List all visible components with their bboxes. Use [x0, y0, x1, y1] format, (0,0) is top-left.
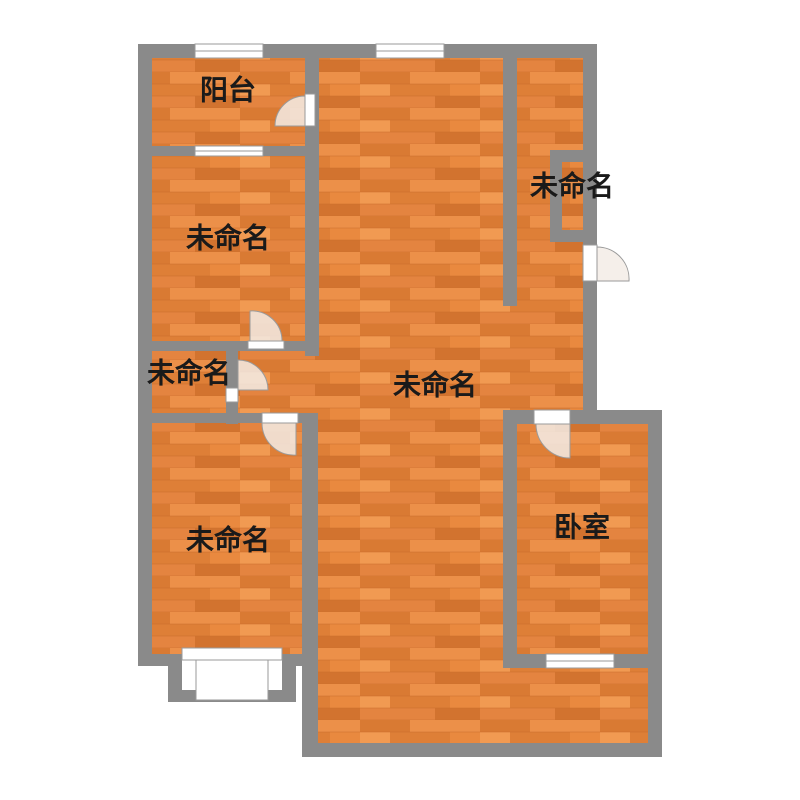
- floor-lower-left: [150, 422, 302, 654]
- floor-main-bottom: [318, 410, 505, 745]
- wall-small-left-bottom: [138, 413, 318, 423]
- bay-window: [181, 647, 283, 701]
- floor-balcony: [150, 58, 305, 148]
- wall-bedroom-left: [503, 410, 517, 668]
- floor-upper-left: [150, 156, 305, 341]
- door-bedroom[interactable]: [533, 409, 571, 459]
- floor-small-left: [150, 349, 230, 413]
- wall-balcony-right: [305, 44, 319, 356]
- room-label-bedroom: 卧室: [554, 511, 610, 544]
- floor-bedroom: [516, 424, 649, 654]
- doors: [225, 93, 630, 459]
- room-label-lower-left: 未命名: [186, 524, 270, 557]
- door-balcony[interactable]: [274, 93, 316, 127]
- door-small-left[interactable]: [225, 359, 269, 403]
- floor-main-bottom-right: [505, 668, 650, 745]
- wall-lower-left-right: [302, 413, 318, 663]
- window-balcony-inner: [194, 145, 264, 157]
- window-main-top: [375, 43, 445, 59]
- wall-right-lower: [648, 410, 662, 757]
- wall-niche-left: [550, 150, 562, 242]
- floor-main-top: [315, 58, 585, 410]
- wall-bedroom-top: [503, 410, 662, 424]
- window-balcony-top: [194, 43, 264, 59]
- wall-left-upper: [138, 44, 152, 664]
- walls: [138, 44, 662, 757]
- door-entrance[interactable]: [582, 244, 630, 282]
- floors: [150, 58, 650, 745]
- door-upper-left[interactable]: [247, 310, 285, 350]
- room-label-small-left: 未命名: [147, 357, 231, 390]
- door-lower-left[interactable]: [261, 412, 299, 456]
- wall-small-left-right: [226, 349, 238, 424]
- room-label-main: 未命名: [393, 369, 477, 402]
- wall-corridor-divider: [503, 44, 517, 306]
- room-label-balcony: 阳台: [200, 74, 256, 107]
- window-bedroom-bottom: [545, 653, 615, 669]
- windows: [181, 43, 615, 701]
- wall-bottom: [302, 743, 662, 757]
- room-label-upper-right: 未命名: [530, 170, 614, 203]
- wall-main-left-lower: [302, 660, 318, 757]
- room-label-upper-left: 未命名: [186, 222, 270, 255]
- wall-niche-bottom: [550, 230, 596, 242]
- wall-upper-left-bottom: [138, 341, 318, 351]
- room-labels: 阳台 未命名 未命名 未命名 未命名 未命名 卧室: [147, 74, 614, 557]
